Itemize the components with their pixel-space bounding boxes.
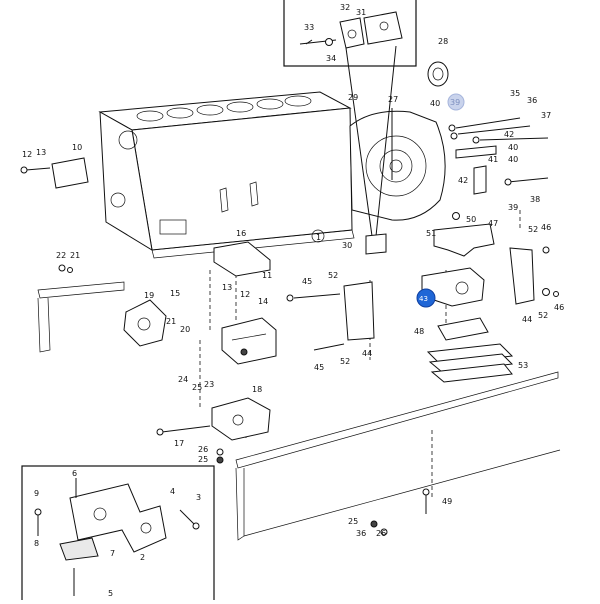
callout-32: 32 <box>340 3 350 12</box>
callout-8: 8 <box>34 539 39 548</box>
frame-rail-left <box>37 281 125 353</box>
callout-21: 21 <box>70 251 80 260</box>
callout-20: 20 <box>180 325 190 334</box>
top-inset-box <box>283 0 417 67</box>
callout-42b: 42 <box>458 176 468 185</box>
callout-50: 50 <box>466 215 476 224</box>
callout-49: 49 <box>442 497 452 506</box>
callout-39[interactable]: 39 <box>450 98 460 107</box>
part-30 <box>365 233 387 255</box>
callout-13b: 13 <box>222 283 232 292</box>
callout-35: 35 <box>510 89 520 98</box>
frame-rail-main <box>235 371 561 541</box>
callout-40c: 40 <box>508 155 518 164</box>
callout-1: 1 <box>316 233 321 242</box>
bracket-10 <box>20 157 89 189</box>
callout-39b: 39 <box>508 203 518 212</box>
callout-27: 27 <box>388 95 398 104</box>
callout-21b: 21 <box>166 317 176 326</box>
callout-19: 19 <box>144 291 154 300</box>
callout-42: 42 <box>504 130 514 139</box>
callout-33: 33 <box>304 23 314 32</box>
callout-24: 24 <box>178 375 188 384</box>
callout-23: 23 <box>204 380 214 389</box>
mount-16 <box>213 241 271 277</box>
callout-labels: 33 32 31 34 28 29 27 40 35 36 37 41 42 4… <box>22 3 564 598</box>
engine-block <box>98 91 446 259</box>
callout-26: 26 <box>198 445 208 454</box>
callout-10: 10 <box>72 143 82 152</box>
callout-22: 22 <box>56 251 66 260</box>
callout-5: 5 <box>108 589 113 598</box>
seal-ring-28 <box>427 61 449 87</box>
callout-26b: 26 <box>376 529 386 538</box>
callout-36b: 36 <box>356 529 366 538</box>
callout-16: 16 <box>236 229 246 238</box>
callout-18: 18 <box>252 385 262 394</box>
hardware-25-36-26 <box>370 520 388 536</box>
callout-31: 31 <box>356 8 366 17</box>
bolt-set-top-right <box>448 117 549 195</box>
callout-43[interactable]: 43 <box>419 295 428 303</box>
bracket-44-right <box>509 246 559 305</box>
callout-30: 30 <box>342 241 352 250</box>
callout-45: 45 <box>302 277 312 286</box>
callout-13: 13 <box>36 148 46 157</box>
callout-40: 40 <box>430 99 440 108</box>
callout-51: 51 <box>426 229 436 238</box>
callout-25: 25 <box>192 383 202 392</box>
callout-53: 53 <box>518 361 528 370</box>
callout-9: 9 <box>34 489 39 498</box>
callout-48: 48 <box>414 327 424 336</box>
bottom-inset-box <box>21 465 215 604</box>
callout-29: 29 <box>348 93 358 102</box>
callout-38: 38 <box>530 195 540 204</box>
bolt-49 <box>422 488 430 514</box>
mount-assembly-43 <box>421 267 489 341</box>
callout-52b: 52 <box>328 271 338 280</box>
callout-45b: 45 <box>314 363 324 372</box>
callout-2: 2 <box>140 553 145 562</box>
callout-4: 4 <box>170 487 175 496</box>
callout-47: 47 <box>488 219 498 228</box>
callout-7: 7 <box>110 549 115 558</box>
pad-stack-53 <box>426 343 514 383</box>
callout-17: 17 <box>174 439 184 448</box>
callout-25b: 25 <box>198 455 208 464</box>
callout-37: 37 <box>541 111 551 120</box>
callout-52c: 52 <box>538 311 548 320</box>
callout-52d: 52 <box>340 357 350 366</box>
mount-19 <box>58 264 167 347</box>
callout-43-selected-highlight[interactable]: 43 <box>416 288 436 308</box>
callout-3: 3 <box>196 493 201 502</box>
callout-14: 14 <box>258 297 268 306</box>
callout-6: 6 <box>72 469 77 478</box>
callout-46: 46 <box>541 223 551 232</box>
engine-mount-14 <box>221 317 277 365</box>
callout-25c: 25 <box>348 517 358 526</box>
callout-36: 36 <box>527 96 537 105</box>
callout-28: 28 <box>438 37 448 46</box>
callout-44: 44 <box>362 349 372 358</box>
callout-44b: 44 <box>522 315 532 324</box>
mount-18 <box>156 397 271 464</box>
bracket-47-51 <box>433 212 495 257</box>
callout-39-faint-highlight[interactable]: 39 <box>447 93 465 111</box>
callout-40b: 40 <box>508 143 518 152</box>
callout-41: 41 <box>488 155 498 164</box>
callout-12: 12 <box>22 150 32 159</box>
callout-15: 15 <box>170 289 180 298</box>
callout-12b: 12 <box>240 290 250 299</box>
callout-11: 11 <box>262 271 272 280</box>
bracket-44-middle <box>286 281 375 351</box>
callout-52: 52 <box>528 225 538 234</box>
callout-46b: 46 <box>554 303 564 312</box>
callout-34: 34 <box>326 54 336 63</box>
